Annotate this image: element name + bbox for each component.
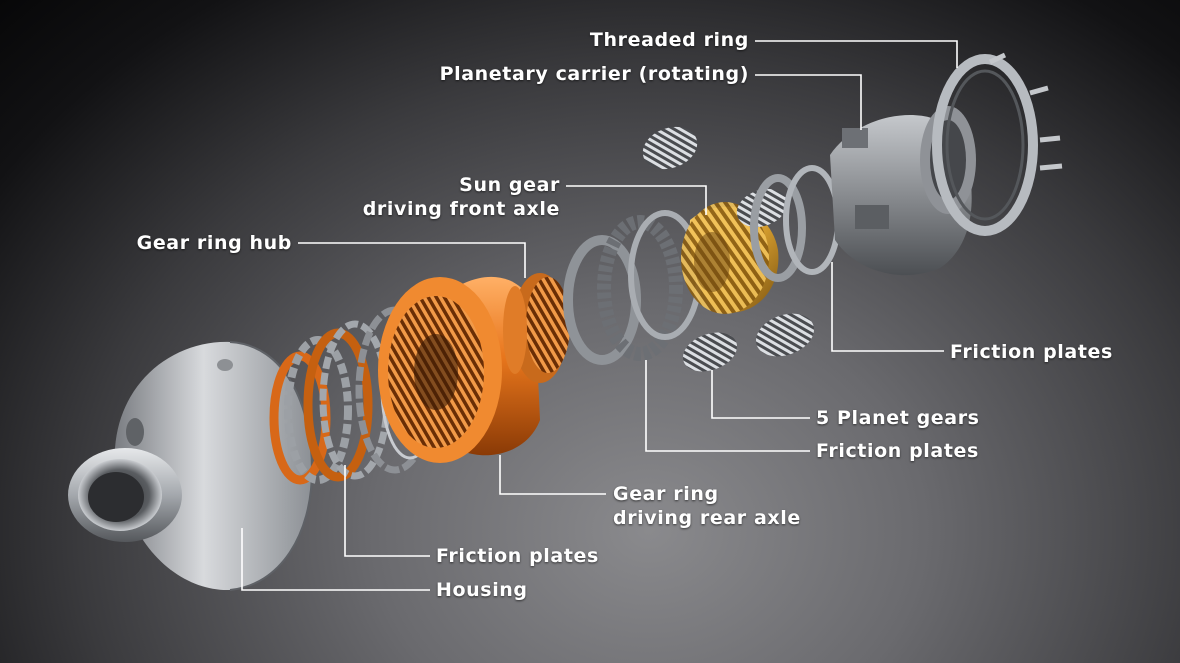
leader-friction-plates-middle — [645, 360, 810, 452]
sun-gear-part — [681, 202, 779, 314]
label-friction-plates-right-text: Friction plates — [950, 341, 1113, 363]
leader-friction-plates-right — [831, 262, 944, 352]
leader-planet-gears — [711, 370, 810, 419]
leader-planetary-carrier — [755, 74, 862, 130]
label-planetary-carrier: Planetary carrier (rotating) — [389, 62, 749, 86]
label-gear-ring-hub-text: Gear ring hub — [136, 232, 292, 254]
label-friction-plates-middle: Friction plates — [816, 439, 979, 463]
label-housing: Housing — [436, 578, 528, 602]
label-planetary-carrier-text: Planetary carrier (rotating) — [439, 63, 749, 85]
label-gear-ring-line2: driving rear axle — [613, 507, 801, 529]
leader-lines — [241, 40, 958, 591]
label-sun-gear-line1: Sun gear — [459, 174, 560, 196]
label-sun-gear: Sun gear driving front axle — [300, 173, 560, 221]
planet-gears-part — [642, 126, 815, 372]
label-gear-ring-hub: Gear ring hub — [60, 231, 292, 255]
leader-sun-gear — [566, 185, 707, 215]
label-friction-plates-middle-text: Friction plates — [816, 440, 979, 462]
label-planet-gears-text: 5 Planet gears — [816, 407, 980, 429]
leader-threaded-ring — [755, 40, 958, 68]
label-friction-plates-left: Friction plates — [436, 544, 599, 568]
label-gear-ring-line1: Gear ring — [613, 483, 719, 505]
leader-gear-ring — [499, 455, 606, 495]
leader-housing — [241, 528, 430, 591]
housing-part — [68, 341, 314, 591]
label-friction-plates-left-text: Friction plates — [436, 545, 599, 567]
friction-plates-middle-part — [563, 210, 702, 365]
label-housing-text: Housing — [436, 579, 528, 601]
leader-friction-plates-left — [344, 465, 430, 557]
gear-ring-hub-part — [503, 273, 570, 383]
label-threaded-ring-text: Threaded ring — [589, 29, 749, 51]
label-planet-gears: 5 Planet gears — [816, 406, 980, 430]
leader-gear-ring-hub — [298, 242, 526, 278]
gear-ring-part — [378, 276, 540, 463]
label-sun-gear-line2: driving front axle — [362, 198, 560, 220]
threaded-ring-part — [932, 52, 1063, 236]
label-threaded-ring: Threaded ring — [520, 28, 749, 52]
label-gear-ring: Gear ring driving rear axle — [613, 482, 801, 530]
label-friction-plates-right: Friction plates — [950, 340, 1113, 364]
